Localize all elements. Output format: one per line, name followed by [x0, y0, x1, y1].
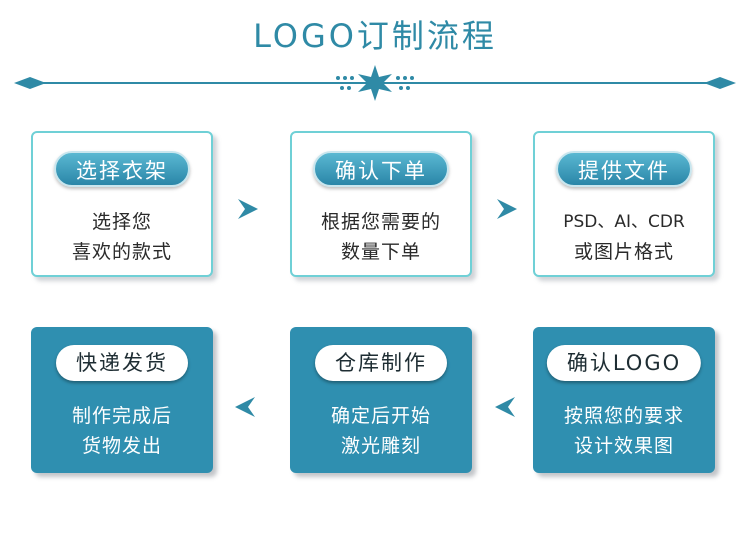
chevron-left-icon	[495, 397, 515, 417]
step-description-line: 按照您的要求	[563, 405, 684, 427]
step-card-provide-files: 提供文件 PSD、AI、CDR 或图片格式	[533, 131, 715, 277]
step-card-confirm-logo: 确认LOGO 按照您的要求 设计效果图	[533, 327, 715, 473]
step-description: 按照您的要求 设计效果图	[533, 401, 715, 461]
left-diamond-icon	[14, 77, 46, 89]
chevron-right-icon	[497, 199, 517, 219]
step-description-line: PSD、AI、CDR	[563, 212, 685, 232]
step-title: 仓库制作	[315, 345, 447, 381]
step-title: 确认下单	[313, 151, 449, 187]
divider-dots	[336, 76, 414, 90]
step-description-line: 货物发出	[81, 435, 162, 457]
page-title: LOGO订制流程	[253, 17, 497, 55]
step-title: 提供文件	[556, 151, 692, 187]
step-description-line: 数量下单	[340, 241, 421, 263]
title-divider	[14, 65, 736, 101]
chevron-right-icon	[238, 199, 258, 219]
step-description-line: 或图片格式	[573, 241, 674, 263]
step-description: 确定后开始 激光雕刻	[290, 401, 472, 461]
step-description: 根据您需要的 数量下单	[292, 207, 470, 267]
center-star-icon	[358, 65, 392, 101]
step-description: 选择您 喜欢的款式	[33, 207, 211, 267]
step-description-line: 喜欢的款式	[71, 241, 172, 263]
step-card-confirm-order: 确认下单 根据您需要的 数量下单	[290, 131, 472, 277]
step-card-choose-hanger: 选择衣架 选择您 喜欢的款式	[31, 131, 213, 277]
step-description-line: 制作完成后	[71, 405, 172, 427]
step-description-line: 确定后开始	[330, 405, 431, 427]
step-title: 快递发货	[56, 345, 188, 381]
step-description: PSD、AI、CDR 或图片格式	[535, 207, 713, 267]
chevron-left-icon	[235, 397, 255, 417]
right-diamond-icon	[704, 77, 736, 89]
step-description-line: 选择您	[91, 211, 152, 233]
step-description-line: 设计效果图	[573, 435, 674, 457]
step-card-warehouse-production: 仓库制作 确定后开始 激光雕刻	[290, 327, 472, 473]
step-description: 制作完成后 货物发出	[31, 401, 213, 461]
step-description-line: 根据您需要的	[320, 211, 441, 233]
step-title: 确认LOGO	[546, 345, 702, 381]
step-description-line: 激光雕刻	[340, 435, 421, 457]
step-card-express-delivery: 快递发货 制作完成后 货物发出	[31, 327, 213, 473]
step-title: 选择衣架	[54, 151, 190, 187]
